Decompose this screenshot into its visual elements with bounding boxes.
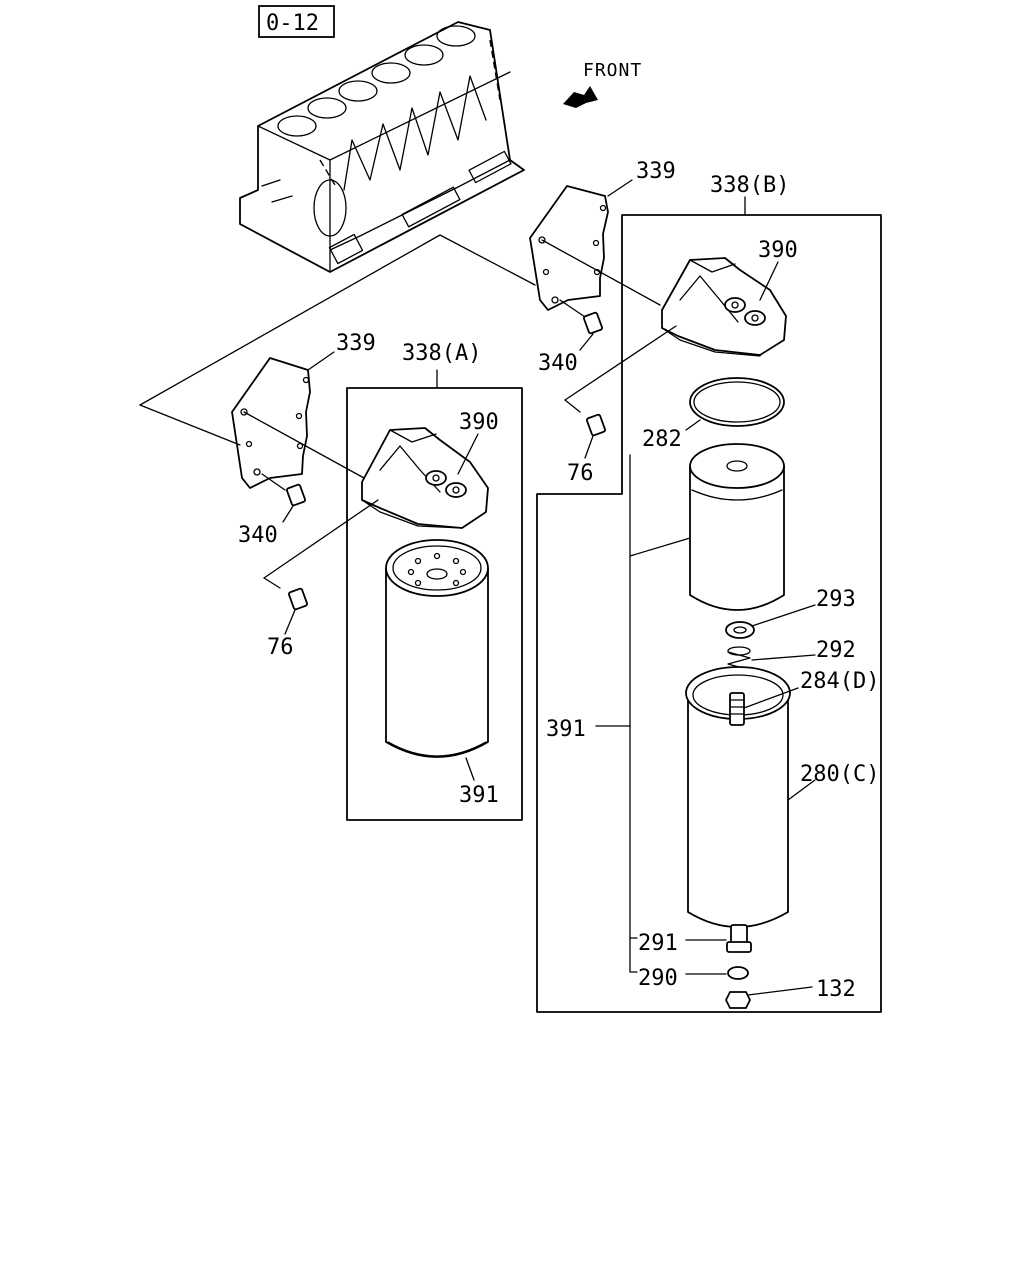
screw-76-a[interactable]: 76 bbox=[263, 577, 308, 660]
label-390-b: 390 bbox=[758, 238, 798, 263]
label-391-a: 391 bbox=[459, 783, 499, 808]
seal-290[interactable]: 290 bbox=[638, 966, 749, 991]
filter-head-390-a[interactable]: 390 bbox=[263, 410, 499, 579]
engine-block bbox=[239, 21, 525, 273]
label-293: 293 bbox=[816, 587, 856, 612]
assembly-box-a: 338(A) bbox=[346, 341, 523, 821]
drain-plug-132[interactable]: 132 bbox=[725, 977, 856, 1009]
centre-tube-284[interactable]: 284(D) bbox=[729, 669, 879, 726]
spring-292[interactable]: 292 bbox=[727, 638, 856, 683]
filter-head-390-b[interactable]: 390 bbox=[564, 238, 798, 401]
reference-box[interactable]: 0-12 bbox=[258, 5, 335, 38]
leader-lines bbox=[139, 234, 536, 446]
label-390-a: 390 bbox=[459, 410, 499, 435]
label-282: 282 bbox=[642, 427, 682, 452]
bottom-stem bbox=[726, 924, 752, 953]
cartridge-391-a[interactable]: 391 bbox=[385, 539, 499, 808]
label-338-b: 338(B) bbox=[710, 173, 789, 198]
label-280: 280(C) bbox=[800, 762, 879, 787]
label-391-b: 391 bbox=[546, 717, 586, 742]
case-280[interactable]: 280(C) bbox=[685, 666, 879, 928]
label-132: 132 bbox=[816, 977, 856, 1002]
bolt-340-b[interactable]: 340 bbox=[538, 299, 603, 376]
bolt-340-a[interactable]: 340 bbox=[238, 473, 306, 548]
reference-label: 0-12 bbox=[266, 11, 319, 36]
bracket-339-b[interactable]: 339 bbox=[529, 159, 676, 311]
label-290: 290 bbox=[638, 966, 678, 991]
cartridge-391-b[interactable]: 391 bbox=[546, 454, 691, 973]
front-label: FRONT bbox=[583, 60, 642, 81]
label-292: 292 bbox=[816, 638, 856, 663]
assembly-box-b: 338(B) bbox=[536, 173, 882, 1013]
label-338-a: 338(A) bbox=[402, 341, 481, 366]
filter-element[interactable] bbox=[689, 443, 785, 611]
bracket-339-a[interactable]: 339 bbox=[231, 331, 376, 489]
label-340-b: 340 bbox=[538, 351, 578, 376]
label-339-a: 339 bbox=[336, 331, 376, 356]
washer-293[interactable]: 293 bbox=[725, 587, 856, 639]
label-291: 291 bbox=[638, 931, 678, 956]
label-76-a: 76 bbox=[267, 635, 294, 660]
screw-76-b[interactable]: 76 bbox=[564, 399, 606, 486]
label-340-a: 340 bbox=[238, 523, 278, 548]
seal-291[interactable]: 291 bbox=[638, 931, 727, 956]
front-arrow-icon bbox=[563, 86, 598, 108]
label-284: 284(D) bbox=[800, 669, 879, 694]
front-indicator: FRONT bbox=[563, 60, 642, 108]
label-76-b: 76 bbox=[567, 461, 594, 486]
label-339-b: 339 bbox=[636, 159, 676, 184]
o-ring-282[interactable]: 282 bbox=[642, 377, 785, 452]
